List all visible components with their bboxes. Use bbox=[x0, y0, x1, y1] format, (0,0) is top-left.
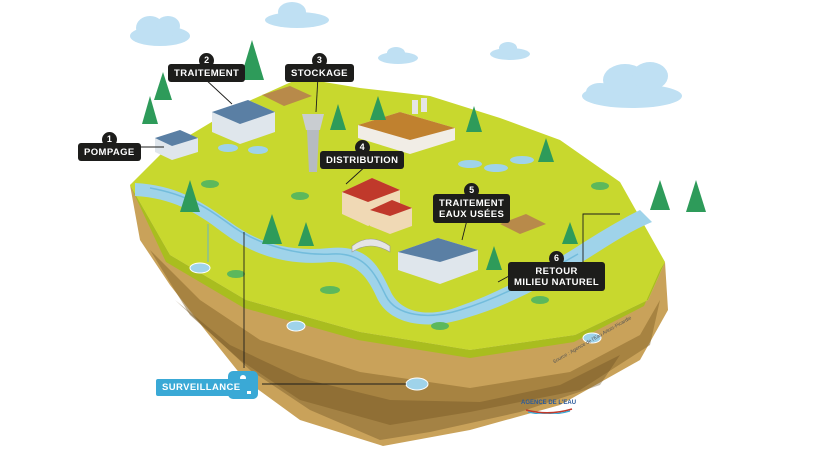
residential-houses bbox=[342, 178, 412, 234]
wastewater-plant bbox=[398, 156, 534, 284]
leader-lines bbox=[136, 75, 620, 385]
soil-strata bbox=[175, 300, 620, 440]
cloud bbox=[582, 62, 682, 108]
cloud bbox=[130, 16, 190, 46]
cloud bbox=[265, 2, 329, 28]
water-tower bbox=[302, 114, 324, 172]
soil-strata bbox=[150, 250, 660, 425]
logo-text: AGENCE DE L'EAU bbox=[521, 400, 577, 406]
cloud bbox=[378, 47, 418, 64]
agency-logo: AGENCE DE L'EAU bbox=[521, 400, 576, 414]
trees bbox=[142, 40, 706, 270]
cloud bbox=[490, 42, 530, 60]
label-surveillance: SURVEILLANCE bbox=[156, 379, 247, 396]
logo-swoosh-icon bbox=[525, 408, 572, 414]
bushes bbox=[201, 180, 609, 330]
clouds bbox=[130, 2, 682, 108]
pumping-station bbox=[155, 130, 198, 160]
farm-fields bbox=[262, 86, 546, 234]
treatment-plant bbox=[212, 100, 275, 154]
bridge bbox=[351, 238, 391, 253]
river-highlight bbox=[149, 187, 579, 316]
